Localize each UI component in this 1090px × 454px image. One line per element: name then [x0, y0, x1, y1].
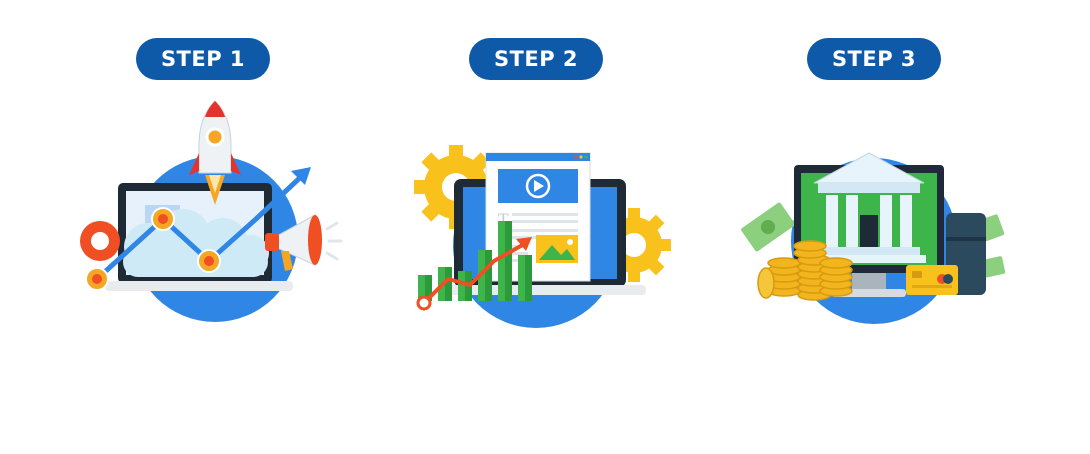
- marketing-launch-illustration: [80, 100, 343, 322]
- megaphone-icon: [265, 214, 343, 271]
- bank-icon: [812, 152, 926, 263]
- play-icon: [525, 173, 551, 199]
- rocket-icon: [189, 100, 241, 205]
- step-3: STEP 3: [724, 0, 1024, 340]
- step-2: STEP 2: [386, 0, 686, 340]
- svg-text:T: T: [498, 210, 509, 229]
- step-1-badge: STEP 1: [136, 38, 270, 80]
- content-growth-illustration: T: [414, 145, 671, 328]
- step-2-badge: STEP 2: [469, 38, 603, 80]
- step-3-badge: STEP 3: [807, 38, 941, 80]
- cash-icon: [741, 202, 795, 252]
- coins-icon: [757, 240, 853, 301]
- step-1: STEP 1: [53, 0, 353, 340]
- credit-card-icon: [906, 265, 958, 295]
- image-icon: [536, 235, 578, 263]
- bank-earnings-illustration: [741, 152, 1006, 324]
- map-pin-icon: [80, 221, 120, 261]
